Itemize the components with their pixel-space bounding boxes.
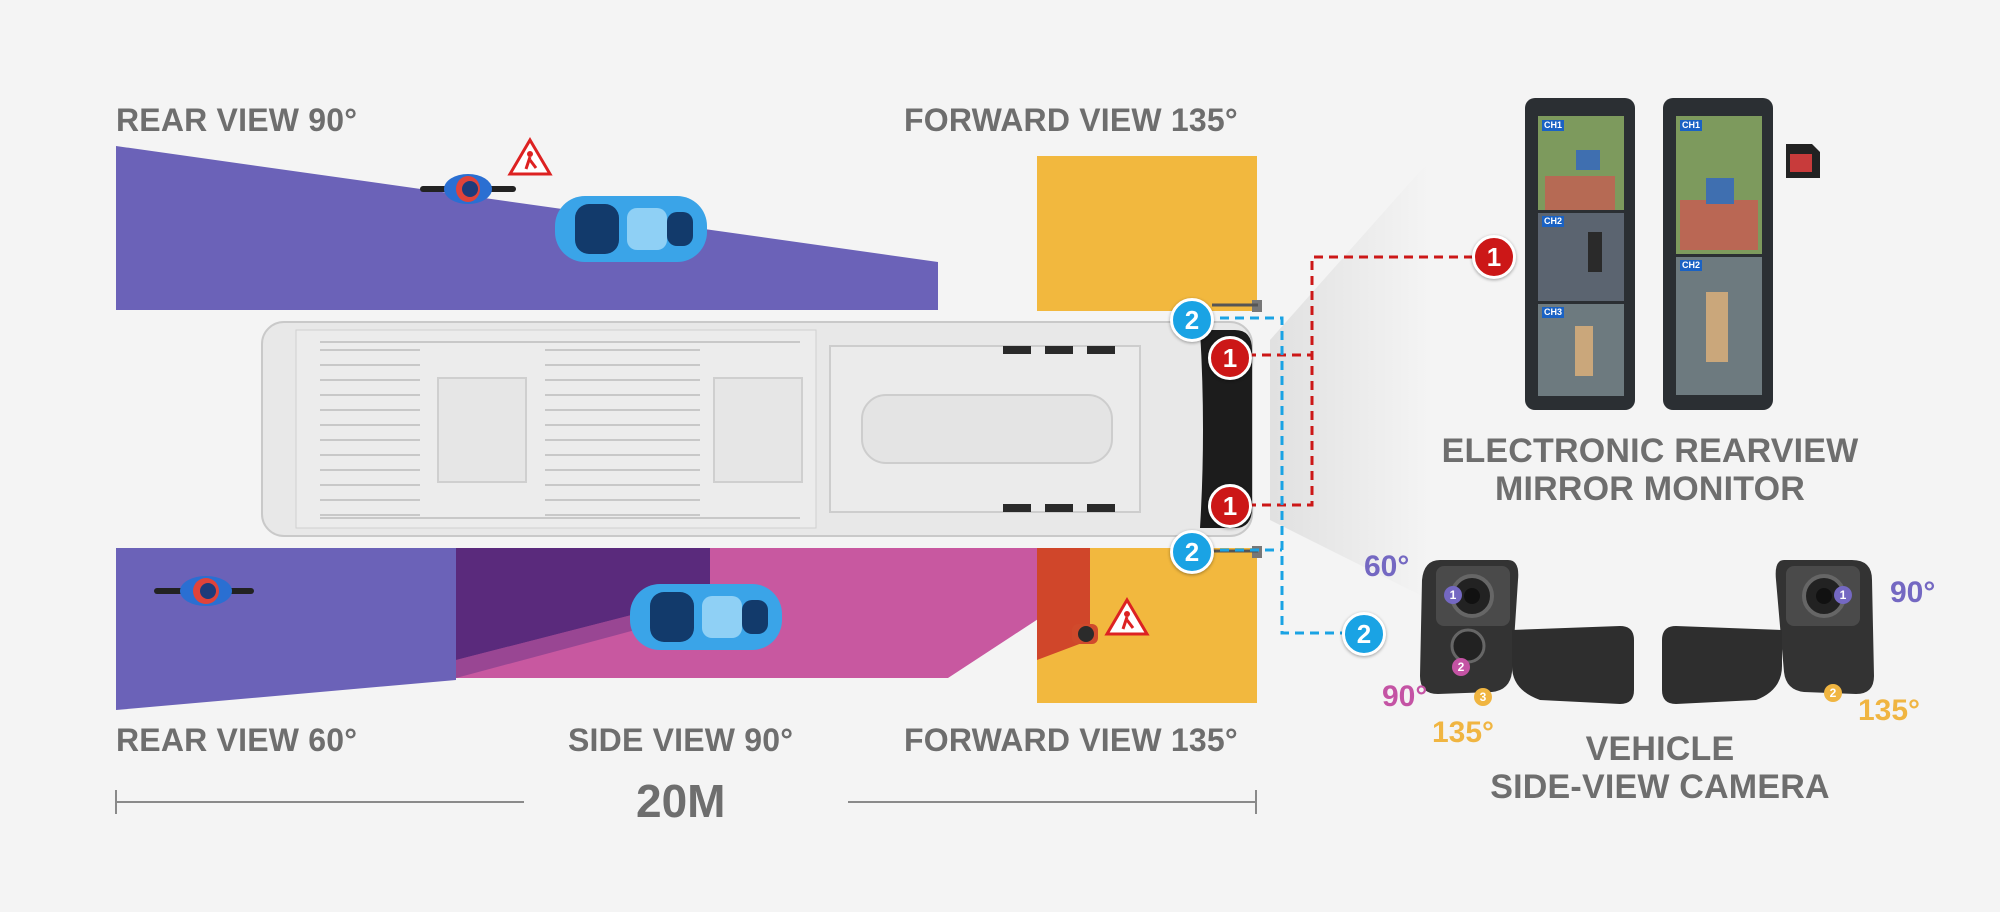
monitor-title: ELECTRONIC REARVIEW MIRROR MONITOR xyxy=(1380,432,1920,508)
camera-callout-badge: 2 xyxy=(1170,298,1214,342)
angle-label-right-bottom: 135° xyxy=(1858,694,1921,727)
lens-number: 2 xyxy=(1824,684,1842,702)
channel-tag: CH3 xyxy=(1542,307,1565,318)
monitor-title-line-2: MIRROR MONITOR xyxy=(1494,470,1806,508)
warning-pedestrian-icon xyxy=(507,137,553,176)
bus xyxy=(261,300,1262,558)
warning-pedestrian-icon xyxy=(1104,597,1150,636)
monitor-connector-line-2 xyxy=(1247,355,1314,507)
motorcycle-icon xyxy=(154,576,254,606)
scale-label: 20M xyxy=(636,775,726,827)
motorcycle-icon xyxy=(420,174,516,204)
pedestrian-icon xyxy=(1072,624,1098,644)
angle-label-right-top: 90° xyxy=(1890,576,1936,609)
camera-title-line-1: VEHICLE xyxy=(1585,730,1735,768)
overlap-zone xyxy=(456,548,710,660)
angle-label-left-top: 60° xyxy=(1364,550,1410,583)
camera-title-line-2: SIDE-VIEW CAMERA xyxy=(1490,768,1830,806)
scale-bar xyxy=(115,790,1257,814)
rear-view-bottom-zone xyxy=(116,548,456,710)
lens-number: 1 xyxy=(1444,586,1462,604)
lens-number: 2 xyxy=(1452,658,1470,676)
car-icon xyxy=(630,584,782,650)
rear-view-top-zone xyxy=(116,146,938,310)
camera-title: VEHICLE SIDE-VIEW CAMERA xyxy=(1380,730,1940,806)
channel-tag: CH2 xyxy=(1542,216,1565,227)
car-icon xyxy=(555,196,707,262)
monitor-connector-line xyxy=(1247,255,1485,357)
camera-callout-badge: 2 xyxy=(1170,530,1214,574)
forward-view-top-label: FORWARD VIEW 135° xyxy=(904,102,1238,138)
monitor-title-line-1: ELECTRONIC REARVIEW xyxy=(1441,432,1859,470)
side-view-camera-left xyxy=(1420,560,1634,704)
lens-number: 3 xyxy=(1474,688,1492,706)
camera-shadow xyxy=(1270,160,1430,600)
rearview-mirror-monitor-right xyxy=(1663,98,1773,410)
rear-view-top-label: REAR VIEW 90° xyxy=(116,102,358,138)
forward-view-bottom-label: FORWARD VIEW 135° xyxy=(904,722,1238,758)
lens-number: 1 xyxy=(1834,586,1852,604)
sd-card-icon xyxy=(1786,144,1820,178)
rearview-mirror-monitor-left xyxy=(1525,98,1635,410)
camera-connector-line xyxy=(1220,316,1342,635)
angle-label-left-bottom: 135° xyxy=(1432,716,1495,749)
channel-tag: CH2 xyxy=(1680,260,1703,271)
side-view-camera-right xyxy=(1662,560,1874,704)
monitor-callout-badge: 1 xyxy=(1208,484,1252,528)
monitor-callout-badge: 1 xyxy=(1472,235,1516,279)
camera-callout-badge: 2 xyxy=(1342,612,1386,656)
side-view-label: SIDE VIEW 90° xyxy=(568,722,794,758)
rear-view-bottom-label: REAR VIEW 60° xyxy=(116,722,358,758)
forward-view-top-zone xyxy=(1037,156,1257,311)
channel-tag: CH1 xyxy=(1542,120,1565,131)
monitor-callout-badge: 1 xyxy=(1208,336,1252,380)
channel-tag: CH1 xyxy=(1680,120,1703,131)
angle-label-left-middle: 90° xyxy=(1382,680,1428,713)
